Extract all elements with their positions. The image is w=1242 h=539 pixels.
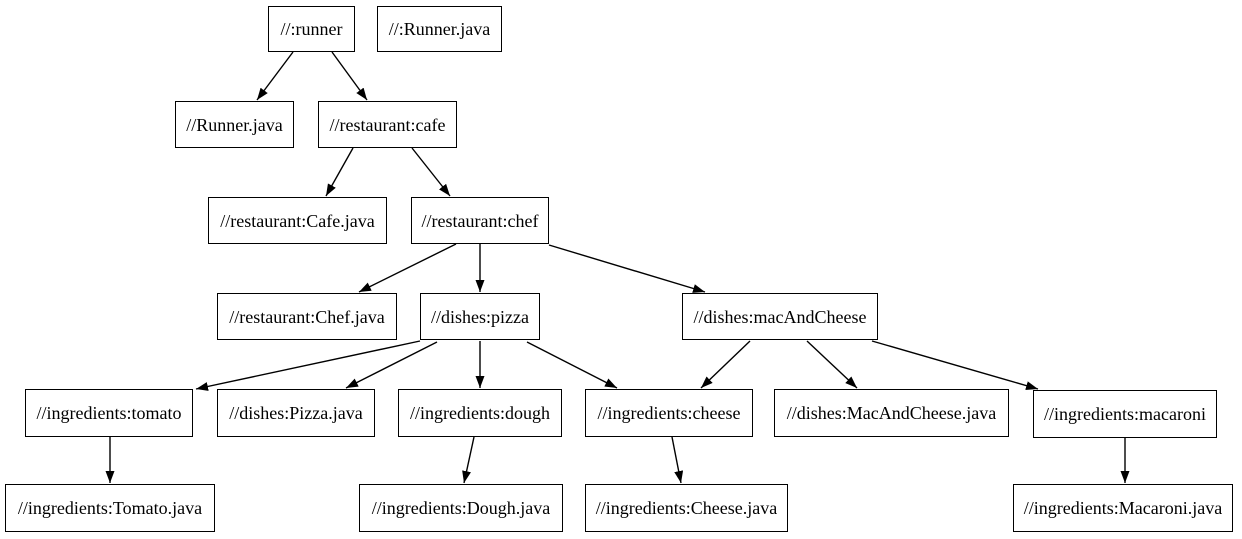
graph-edge-macandcheese-to-macandcheese_java [806,340,858,389]
graph-node-label: //restaurant:Chef.java [229,306,385,327]
graph-node-root_runner_java: //:Runner.java [377,6,502,52]
graph-node-dough_java: //ingredients:Dough.java [359,484,563,532]
graph-node-macaroni_java: //ingredients:Macaroni.java [1013,484,1233,532]
graph-edge-cafe-to-chef [411,147,451,197]
graph-node-label: //:Runner.java [388,19,491,39]
graph-node-label: //dishes:MacAndCheese.java [786,403,997,423]
graph-node-label: //dishes:macAndCheese [693,306,867,327]
graph-node-label: //ingredients:Tomato.java [17,498,203,518]
graph-edge-pizza-to-pizza_java [345,341,438,389]
graph-node-macaroni: //ingredients:macaroni [1033,390,1217,438]
graph-node-chef: //restaurant:chef [411,197,549,244]
graph-node-macandcheese: //dishes:macAndCheese [682,293,878,340]
graph-node-tomato: //ingredients:tomato [25,389,193,437]
graph-node-label: //restaurant:chef [421,210,539,231]
graph-node-label: //dishes:pizza [431,306,529,327]
graph-node-label: //:runner [280,19,343,39]
graph-node-runner: //:runner [268,6,355,52]
graph-node-pizza_java: //dishes:Pizza.java [217,389,375,437]
graph-node-label: //restaurant:Cafe.java [220,210,375,231]
graph-node-label: //ingredients:Dough.java [371,498,551,518]
graph-node-cheese: //ingredients:cheese [585,389,753,437]
graph-node-label: //ingredients:macaroni [1044,404,1206,424]
graph-edge-pizza-to-cheese [526,341,618,389]
graph-edge-chef-to-macandcheese [548,244,706,293]
graph-node-label: //ingredients:cheese [597,403,741,423]
graph-node-label: //ingredients:tomato [36,403,182,423]
graph-node-dough: //ingredients:dough [398,389,562,437]
graph-edge-runner-to-cafe [331,51,368,101]
graph-node-cheese_java: //ingredients:Cheese.java [585,484,788,532]
graph-node-pizza: //dishes:pizza [420,293,540,340]
graph-node-tomato_java: //ingredients:Tomato.java [5,484,215,532]
graph-node-label: //dishes:Pizza.java [229,403,363,423]
graph-edge-dough-to-dough_java [462,436,475,484]
graph-edge-chef-to-chef_java [358,243,457,293]
graph-edge-cafe-to-cafe_java [325,147,354,197]
graph-node-runner_java: //Runner.java [175,101,294,148]
graph-edge-runner-to-runner_java [256,51,294,101]
graph-edge-macandcheese-to-cheese [700,340,751,389]
graph-node-label: //Runner.java [186,114,283,135]
graph-node-label: //ingredients:Cheese.java [595,498,778,518]
graph-node-label: //ingredients:Macaroni.java [1023,498,1223,518]
graph-edge-macandcheese-to-macaroni [871,340,1039,390]
graph-node-cafe: //restaurant:cafe [318,101,457,148]
graph-node-label: //ingredients:dough [410,403,550,423]
graph-node-label: //restaurant:cafe [329,114,446,135]
graph-edge-cheese-to-cheese_java [671,436,684,484]
graph-edge-pizza-to-tomato [195,340,421,391]
graph-node-chef_java: //restaurant:Chef.java [217,293,397,340]
graph-node-cafe_java: //restaurant:Cafe.java [208,197,387,244]
graph-node-macandcheese_java: //dishes:MacAndCheese.java [774,389,1009,437]
